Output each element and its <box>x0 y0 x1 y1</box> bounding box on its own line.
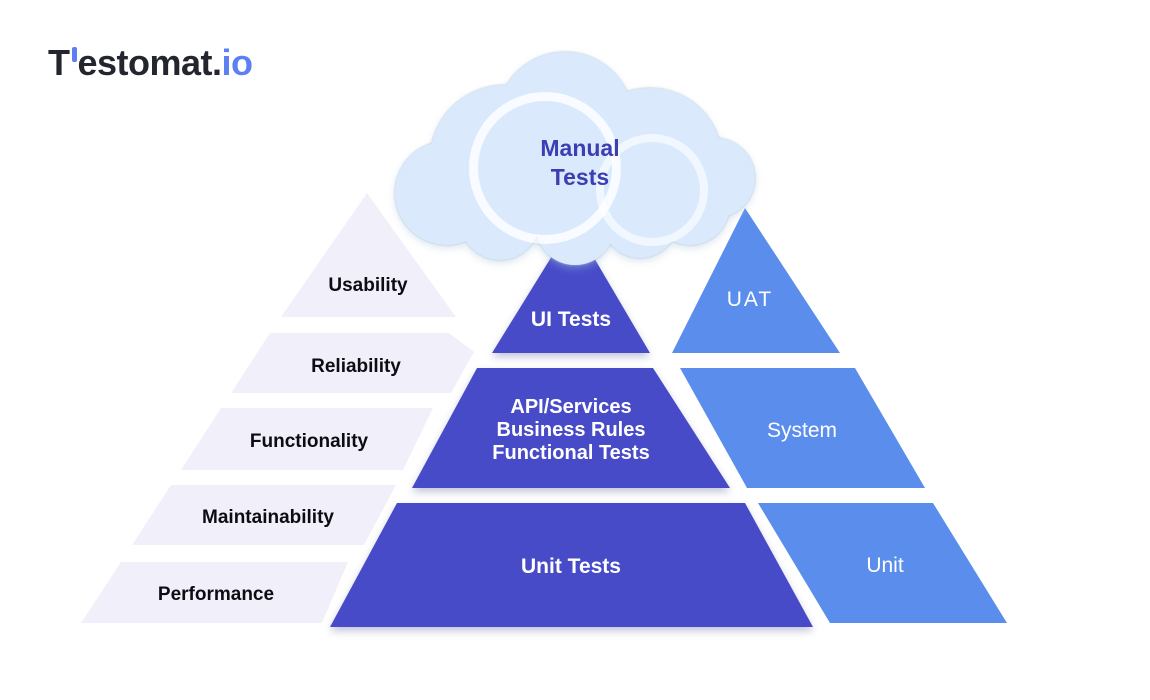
usability-label: Usability <box>328 275 408 296</box>
service-tests-line2: Business Rules <box>497 419 646 441</box>
maintainability-shape <box>132 485 396 545</box>
ui-tests-label: UI Tests <box>531 308 611 331</box>
unit-tests-shape <box>330 503 813 627</box>
unit-label: Unit <box>866 554 904 577</box>
reliability-label: Reliability <box>311 356 401 377</box>
service-tests-line1: API/Services <box>510 396 631 418</box>
manual-tests-label: Manual Tests <box>395 134 765 192</box>
cloud-highlight <box>596 134 708 246</box>
maintainability-label: Maintainability <box>202 507 334 528</box>
uat-label: UAT <box>727 288 773 311</box>
functionality-label: Functionality <box>250 431 369 452</box>
ui-tests-shape <box>492 222 650 353</box>
logo-prefix: T <box>48 42 70 83</box>
manual-tests-line1: Manual <box>540 135 620 161</box>
usability-shape <box>281 193 456 317</box>
system-shape <box>680 368 925 488</box>
service-tests-line3: Functional Tests <box>492 442 649 464</box>
performance-shape <box>81 562 348 623</box>
manual-tests-cloud: Manual Tests <box>395 48 765 265</box>
reliability-shape <box>231 333 474 393</box>
logo-suffix: io <box>221 42 254 83</box>
unit-shape <box>758 503 1007 623</box>
system-label: System <box>767 419 837 442</box>
manual-tests-line2: Tests <box>550 164 610 190</box>
logo-tick-icon <box>71 47 77 62</box>
service-tests-shape <box>412 368 730 488</box>
uat-shape <box>672 208 840 353</box>
unit-tests-label: Unit Tests <box>521 555 621 578</box>
performance-label: Performance <box>158 584 274 605</box>
functionality-shape <box>181 408 433 470</box>
logo-name: estomat. <box>77 42 223 83</box>
